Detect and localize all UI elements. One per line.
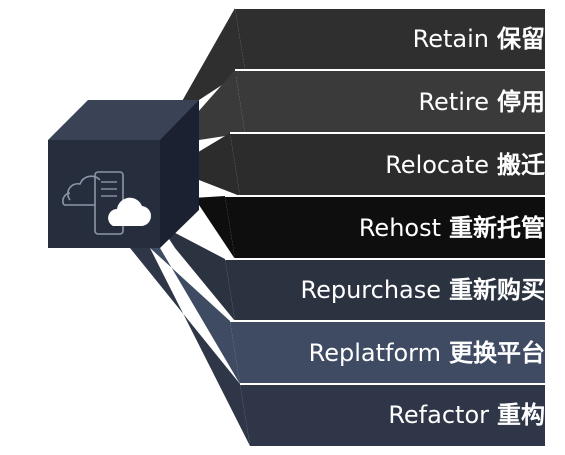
strategy-name-en: Refactor [388,401,489,429]
strategy-name-zh: 重新托管 [449,213,545,242]
cube-side-face-visible [160,100,199,248]
strategy-band-retain [235,8,545,70]
strategy-band-replatform [230,321,545,384]
strategy-name-en: Repurchase [300,276,441,304]
strategy-name-zh: 重新购买 [449,276,545,304]
strategy-name-en: Replatform [308,338,441,367]
strategy-connector-rehost [160,196,235,259]
strategy-name-zh: 停用 [497,87,545,116]
strategy-label-repurchase: Repurchase 重新购买 [300,275,545,305]
outline-cloud-base [62,192,95,206]
cloud-document-icon [62,171,152,235]
strategy-band-retire [235,70,545,133]
strategy-band-rehost [225,196,545,259]
cube-top-face-visible [48,100,199,140]
cube [48,100,199,248]
strategy-label-retire: Retire 停用 [418,87,545,117]
strategy-name-zh: 更换平台 [449,338,545,367]
cube-front-face-wide [48,140,160,248]
strategy-name-en: Retire [418,87,489,116]
strategy-name-en: Retain [412,25,489,53]
strategy-band-relocate [230,133,545,196]
solid-cloud-icon [108,197,152,226]
strategy-name-en: Rehost [358,213,441,242]
strategy-band-repurchase [225,259,545,321]
strategy-name-zh: 搬迁 [497,150,545,179]
strategy-label-replatform: Replatform 更换平台 [309,338,545,368]
strategy-bands [130,7,545,446]
strategy-name-zh: 重构 [497,401,545,429]
strategy-connector-replatform [150,248,240,384]
strategy-name-en: Relocate [385,150,489,179]
strategy-label-refactor: Refactor 重构 [388,400,545,430]
strategy-connector-relocate [160,133,240,196]
strategy-band-refactor [240,384,545,446]
strategy-name-zh: 保留 [497,25,545,53]
strategy-connector-repurchase [160,225,235,321]
strategy-label-rehost: Rehost 重新托管 [359,213,545,243]
strategy-label-relocate: Relocate 搬迁 [385,150,545,180]
strategy-label-retain: Retain 保留 [413,24,545,54]
